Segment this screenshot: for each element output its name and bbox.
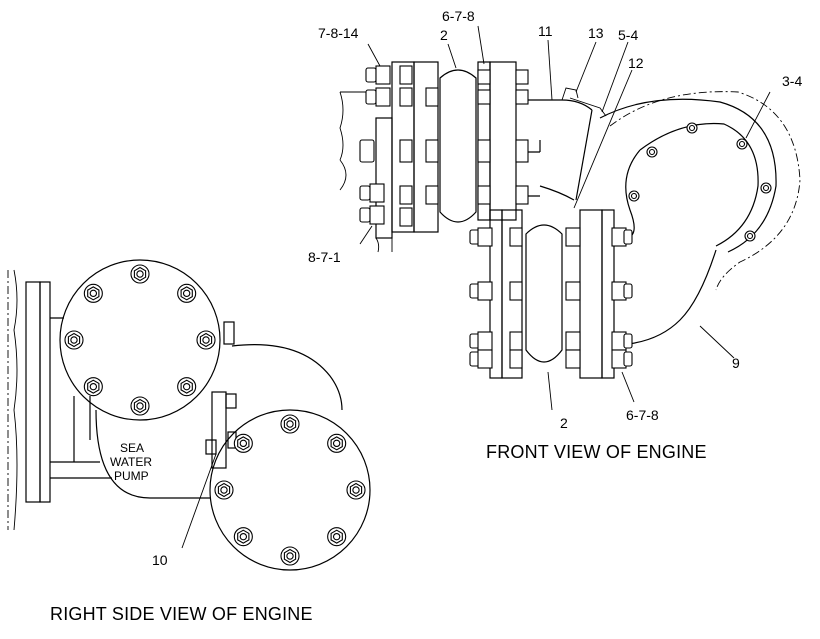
bolt-column-left xyxy=(359,65,439,227)
cover-plate-lower xyxy=(209,409,371,571)
lower-plate-bolt-6 xyxy=(233,527,253,547)
upper-plate-bolt-7 xyxy=(64,330,84,350)
side-view-title: RIGHT SIDE VIEW OF ENGINE xyxy=(50,604,313,624)
pump-label-line-2: WATER xyxy=(110,455,152,469)
engine-block-edge xyxy=(7,269,51,531)
lower-plate-bolt-2 xyxy=(327,433,347,453)
lower-plate-bolt-1 xyxy=(280,414,300,434)
flange-upper xyxy=(477,61,541,221)
callout-8-7-1: 8-7-1 xyxy=(308,249,341,265)
leader-10 xyxy=(181,453,217,549)
upper-plate-bolt-5 xyxy=(130,396,150,416)
callout-7-8-14: 7-8-14 xyxy=(318,25,359,41)
side-hose-loop xyxy=(231,344,343,411)
front-callouts: 7-8-14 2 6-7-8 11 13 5-4 12 3-4 8-7-1 9 … xyxy=(308,8,802,431)
flange-lower-right xyxy=(565,209,633,379)
callout-6-7-8-bottom: 6-7-8 xyxy=(626,407,659,423)
front-leader-lines xyxy=(359,25,771,411)
callout-3-4: 3-4 xyxy=(782,73,802,89)
pump-label-line-1: SEA xyxy=(120,441,144,455)
lower-plate-bolt-7 xyxy=(214,480,234,500)
lower-plate-bolt-5 xyxy=(280,546,300,566)
pump-housing xyxy=(599,91,801,291)
pump-label-line-3: PUMP xyxy=(114,469,149,483)
callout-10: 10 xyxy=(152,552,168,568)
lower-plate-bolt-3 xyxy=(346,480,366,500)
callout-9: 9 xyxy=(732,355,740,371)
callout-2-bottom: 2 xyxy=(560,415,568,431)
callout-12: 12 xyxy=(628,55,644,71)
flange-lower-left xyxy=(469,209,523,379)
engine-mount-plate xyxy=(339,61,439,253)
front-view-title: FRONT VIEW OF ENGINE xyxy=(486,442,707,462)
callout-6-7-8-top: 6-7-8 xyxy=(442,8,475,24)
upper-plate-bolt-8 xyxy=(83,283,103,303)
side-view: SEA WATER PUMP 10 RIGHT SIDE VIEW OF ENG… xyxy=(7,259,371,624)
upper-plate-bolt-6 xyxy=(83,377,103,397)
upper-plate-bolt-2 xyxy=(177,283,197,303)
lower-plate-bolt-8 xyxy=(233,433,253,453)
callout-2-top: 2 xyxy=(440,27,448,43)
lower-plate-bolt-4 xyxy=(327,527,347,547)
upper-plate-bolt-1 xyxy=(130,264,150,284)
callout-13: 13 xyxy=(588,25,604,41)
hose-upper xyxy=(439,69,477,223)
elbow-pipe xyxy=(528,87,607,201)
callout-5-4: 5-4 xyxy=(618,27,638,43)
outlet-hose xyxy=(627,249,717,345)
hose-lower xyxy=(525,224,563,363)
upper-plate-bolt-3 xyxy=(196,330,216,350)
cover-plate-upper xyxy=(59,259,221,421)
upper-plate-bolt-4 xyxy=(177,377,197,397)
callout-11: 11 xyxy=(538,23,553,39)
front-view: 7-8-14 2 6-7-8 11 13 5-4 12 3-4 8-7-1 9 … xyxy=(308,8,802,462)
